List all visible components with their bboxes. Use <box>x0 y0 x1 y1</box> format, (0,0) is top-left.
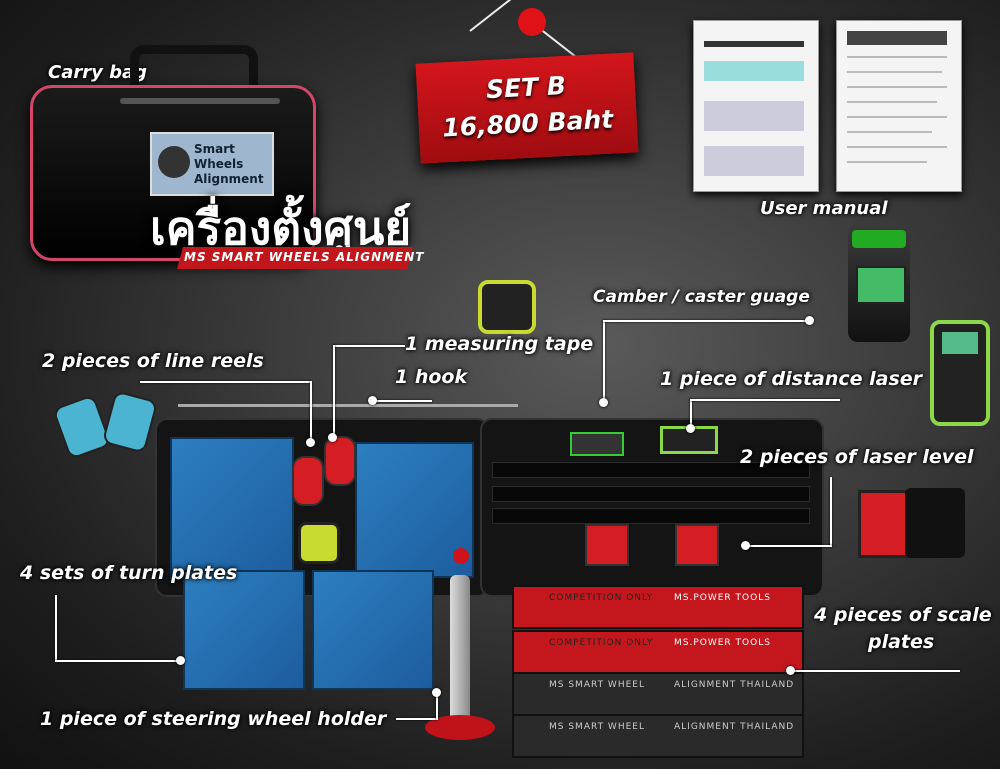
carry-bag-label: Carry bag <box>48 62 148 83</box>
turn-plates-leader-h <box>55 660 180 662</box>
scale-plate-3: MS SMART WHEEL ALIGNMENT THAILAND <box>512 672 804 716</box>
turn-plates-label: 4 sets of turn plates <box>20 562 238 584</box>
steering-leader <box>396 718 436 720</box>
camber-gauge-screen <box>856 266 906 304</box>
tape-dot <box>328 433 337 442</box>
subtitle: MS SMART WHEELS ALIGNMENT <box>184 250 425 264</box>
distance-laser-screen <box>942 332 978 354</box>
scale-text: COMPETITION ONLY <box>549 593 654 603</box>
scale-plates-label-1: 4 pieces of scale <box>814 604 992 626</box>
banner-string-left <box>469 0 526 32</box>
steering-leader-v <box>436 692 438 720</box>
scale-plate-1: COMPETITION ONLY MS.POWER TOOLS <box>512 585 804 629</box>
laser-level-case-2 <box>675 524 719 566</box>
turn-plates-dot <box>176 656 185 665</box>
turn-plate-in-case-1 <box>170 437 294 579</box>
steering-holder-image <box>450 575 470 725</box>
tape-in-case <box>298 522 340 564</box>
bag-logo: Smart Wheels Alignment <box>150 132 274 196</box>
camber-leader-h <box>603 320 808 322</box>
hook-leader <box>372 400 432 402</box>
case-slot-1 <box>492 462 810 478</box>
thai-title: เครื่องตั้งศูนย์ <box>150 201 412 255</box>
camber-dot-end <box>599 398 608 407</box>
scale-text: COMPETITION ONLY <box>549 638 654 648</box>
manual-label: User manual <box>760 198 888 219</box>
tape-leader-v <box>333 345 335 435</box>
scale-dot <box>786 666 795 675</box>
laser-level-label: 2 pieces of laser level <box>740 446 974 468</box>
manual-page-2 <box>836 20 962 192</box>
reels-leader-v <box>310 381 312 441</box>
camber-label: Camber / caster guage <box>593 287 810 307</box>
laser-level-pouch <box>905 488 965 558</box>
distance-laser-image <box>930 320 990 426</box>
distance-laser-leader <box>690 399 692 427</box>
case-slot-2 <box>492 486 810 502</box>
distance-laser-label: 1 piece of distance laser <box>660 368 923 390</box>
scale-plates-label-2: plates <box>868 631 935 653</box>
holder-knob <box>453 548 469 564</box>
hook-dot <box>368 396 377 405</box>
camber-in-case <box>570 432 624 456</box>
bag-handle <box>130 45 258 99</box>
steering-holder-label: 1 piece of steering wheel holder <box>40 708 387 730</box>
case-slot-3 <box>492 508 810 524</box>
distance-laser-dot <box>686 424 695 433</box>
turn-plate-1 <box>183 570 305 690</box>
wolf-logo-icon <box>158 146 190 178</box>
camber-dot <box>805 316 814 325</box>
laser-level-leader-h <box>745 545 832 547</box>
laser-level-case-1 <box>585 524 629 566</box>
bag-zipper <box>120 98 280 104</box>
line-reel-case-1 <box>292 456 324 506</box>
hook-image <box>178 404 518 407</box>
line-reel-2 <box>101 390 159 454</box>
tape-leader <box>333 345 405 347</box>
price-banner: SET B 16,800 Baht <box>415 52 639 164</box>
scale-text: MS.POWER TOOLS <box>674 593 771 603</box>
laser-level-image <box>858 490 912 558</box>
scale-text: MS SMART WHEEL <box>549 680 645 690</box>
camber-leader <box>603 320 605 402</box>
pin-icon <box>518 8 546 36</box>
reels-label: 2 pieces of line reels <box>42 350 264 372</box>
scale-text: MS.POWER TOOLS <box>674 638 771 648</box>
reels-leader <box>140 381 310 383</box>
line-reel-1 <box>52 394 112 460</box>
bag-logo-text: Smart Wheels Alignment <box>194 142 264 186</box>
scale-text: ALIGNMENT THAILAND <box>674 722 795 732</box>
measuring-tape-image <box>478 280 536 334</box>
turn-plates-leader <box>55 595 57 660</box>
steering-dot <box>432 688 441 697</box>
tape-label: 1 measuring tape <box>405 333 594 355</box>
laser-level-leader <box>830 477 832 547</box>
line-reel-case-2 <box>324 436 356 486</box>
laser-level-dot <box>741 541 750 550</box>
scale-plate-4: MS SMART WHEEL ALIGNMENT THAILAND <box>512 714 804 758</box>
scale-leader <box>790 670 960 672</box>
case-right <box>480 418 824 597</box>
camber-gauge-level <box>852 230 906 248</box>
hook-label: 1 hook <box>395 366 468 388</box>
turn-plate-2 <box>312 570 434 690</box>
scale-text: ALIGNMENT THAILAND <box>674 680 795 690</box>
scale-text: MS SMART WHEEL <box>549 722 645 732</box>
reels-dot <box>306 438 315 447</box>
scale-plate-2: COMPETITION ONLY MS.POWER TOOLS <box>512 630 804 674</box>
distance-laser-leader-h <box>690 399 840 401</box>
manual-page-1 <box>693 20 819 192</box>
